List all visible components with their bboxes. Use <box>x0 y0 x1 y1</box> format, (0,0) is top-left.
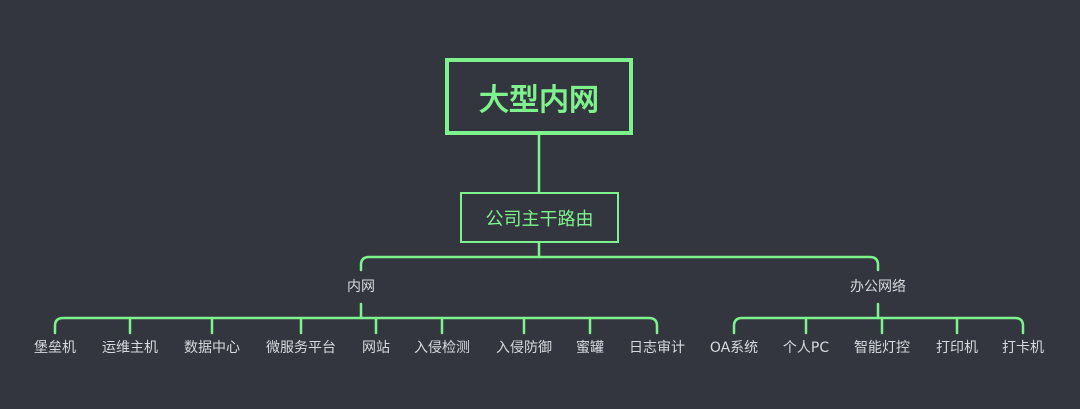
leaf-node: 打印机 <box>936 340 978 356</box>
leaf-node: 蜜罐 <box>576 340 604 356</box>
branch-label-office-network: 办公网络 <box>850 279 906 295</box>
branch-label-intranet: 内网 <box>347 279 375 295</box>
leaf-node: 数据中心 <box>184 340 240 356</box>
leaf-node: 入侵检测 <box>414 340 470 356</box>
leaf-node: 智能灯控 <box>854 340 910 356</box>
leaf-node: 个人PC <box>782 340 830 356</box>
leaf-node: 入侵防御 <box>496 340 552 356</box>
leaf-node: OA系统 <box>709 340 759 356</box>
connector-intranet-bus <box>53 316 659 335</box>
root-node-label: 大型内网 <box>479 82 599 118</box>
trunk-node-label: 公司主干路由 <box>485 208 594 230</box>
leaf-node: 堡垒机 <box>34 340 76 356</box>
leaf-node: 日志审计 <box>629 340 685 356</box>
leaf-node: 运维主机 <box>102 340 158 356</box>
connector-main-bus <box>359 255 880 272</box>
leaf-node: 微服务平台 <box>266 340 336 356</box>
leaf-node: 网站 <box>362 340 390 356</box>
leaf-node: 打卡机 <box>1002 340 1044 356</box>
trunk-node: 公司主干路由 <box>460 192 619 243</box>
root-node: 大型内网 <box>445 58 633 135</box>
connector-office-bus <box>732 316 1025 335</box>
